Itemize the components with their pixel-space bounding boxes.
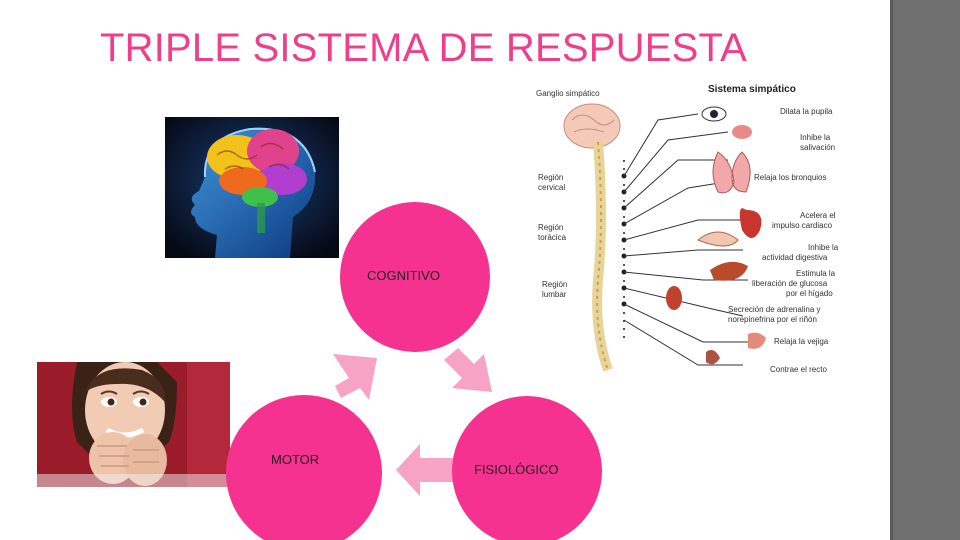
effect-kidney-2: norepinefrina por el riñón bbox=[728, 315, 817, 324]
svg-text:Dilata la pupila: Dilata la pupila bbox=[780, 107, 833, 116]
effect-bladder: Relaja la vejiga bbox=[774, 337, 829, 346]
node-motor-label: MOTOR bbox=[271, 452, 320, 467]
sympathetic-nervous-system-diagram: Sistema simpático Ganglio simpático Regi… bbox=[528, 80, 850, 378]
effect-heart-1: Acelera el bbox=[800, 211, 836, 220]
svg-text:Contrae el recto: Contrae el recto bbox=[770, 365, 827, 374]
label-cervical-1: Región bbox=[538, 173, 563, 182]
label-lumbar-1: Región bbox=[542, 280, 567, 289]
label-lumbar-2: lumbar bbox=[542, 290, 567, 299]
effect-rectum: Contrae el recto bbox=[770, 365, 827, 374]
effect-liver-1: Estimula la bbox=[796, 269, 836, 278]
node-cognitivo-label: COGNITIVO bbox=[367, 268, 440, 283]
effect-liver-3: por el hígado bbox=[786, 289, 833, 298]
label-toracica-1: Región bbox=[538, 223, 563, 232]
slide-side-bar bbox=[890, 0, 960, 540]
nervous-woman-photo bbox=[37, 362, 230, 487]
slide: TRIPLE SISTEMA DE RESPUESTA bbox=[37, 26, 850, 540]
brain-scan-image bbox=[165, 117, 339, 258]
effect-digestive-2: actividad digestiva bbox=[762, 253, 828, 262]
svg-text:Relaja los bronquios: Relaja los bronquios bbox=[754, 173, 827, 182]
node-motor bbox=[226, 395, 382, 540]
effect-liver-2: liberación de glucosa bbox=[752, 279, 828, 288]
label-toracica-2: torácica bbox=[538, 233, 567, 242]
diagram-heading: Sistema simpático bbox=[708, 84, 796, 95]
effect-saliva-2: salivación bbox=[800, 143, 835, 152]
arrow-fisiologico-to-motor bbox=[396, 444, 454, 496]
effect-digestive-1: Inhibe la bbox=[808, 243, 839, 252]
node-fisiologico-label: FISIOLÓGICO bbox=[474, 462, 559, 477]
node-cognitivo bbox=[340, 202, 490, 352]
arrow-cognitivo-to-fisiologico bbox=[444, 348, 492, 392]
effect-heart-2: impulso cardiaco bbox=[772, 221, 833, 230]
svg-text:Relaja la vejiga: Relaja la vejiga bbox=[774, 337, 829, 346]
slide-title: TRIPLE SISTEMA DE RESPUESTA bbox=[100, 26, 748, 70]
effect-pupil: Dilata la pupila bbox=[780, 107, 833, 116]
label-cervical-2: cervical bbox=[538, 183, 565, 192]
effect-kidney-1: Secreción de adrenalina y bbox=[728, 305, 821, 314]
effect-saliva-1: Inhibe la bbox=[800, 133, 831, 142]
arrow-motor-to-cognitivo bbox=[333, 354, 377, 400]
label-ganglio: Ganglio simpático bbox=[536, 89, 600, 98]
node-fisiologico bbox=[452, 396, 602, 540]
effect-bronchi: Relaja los bronquios bbox=[754, 173, 827, 182]
